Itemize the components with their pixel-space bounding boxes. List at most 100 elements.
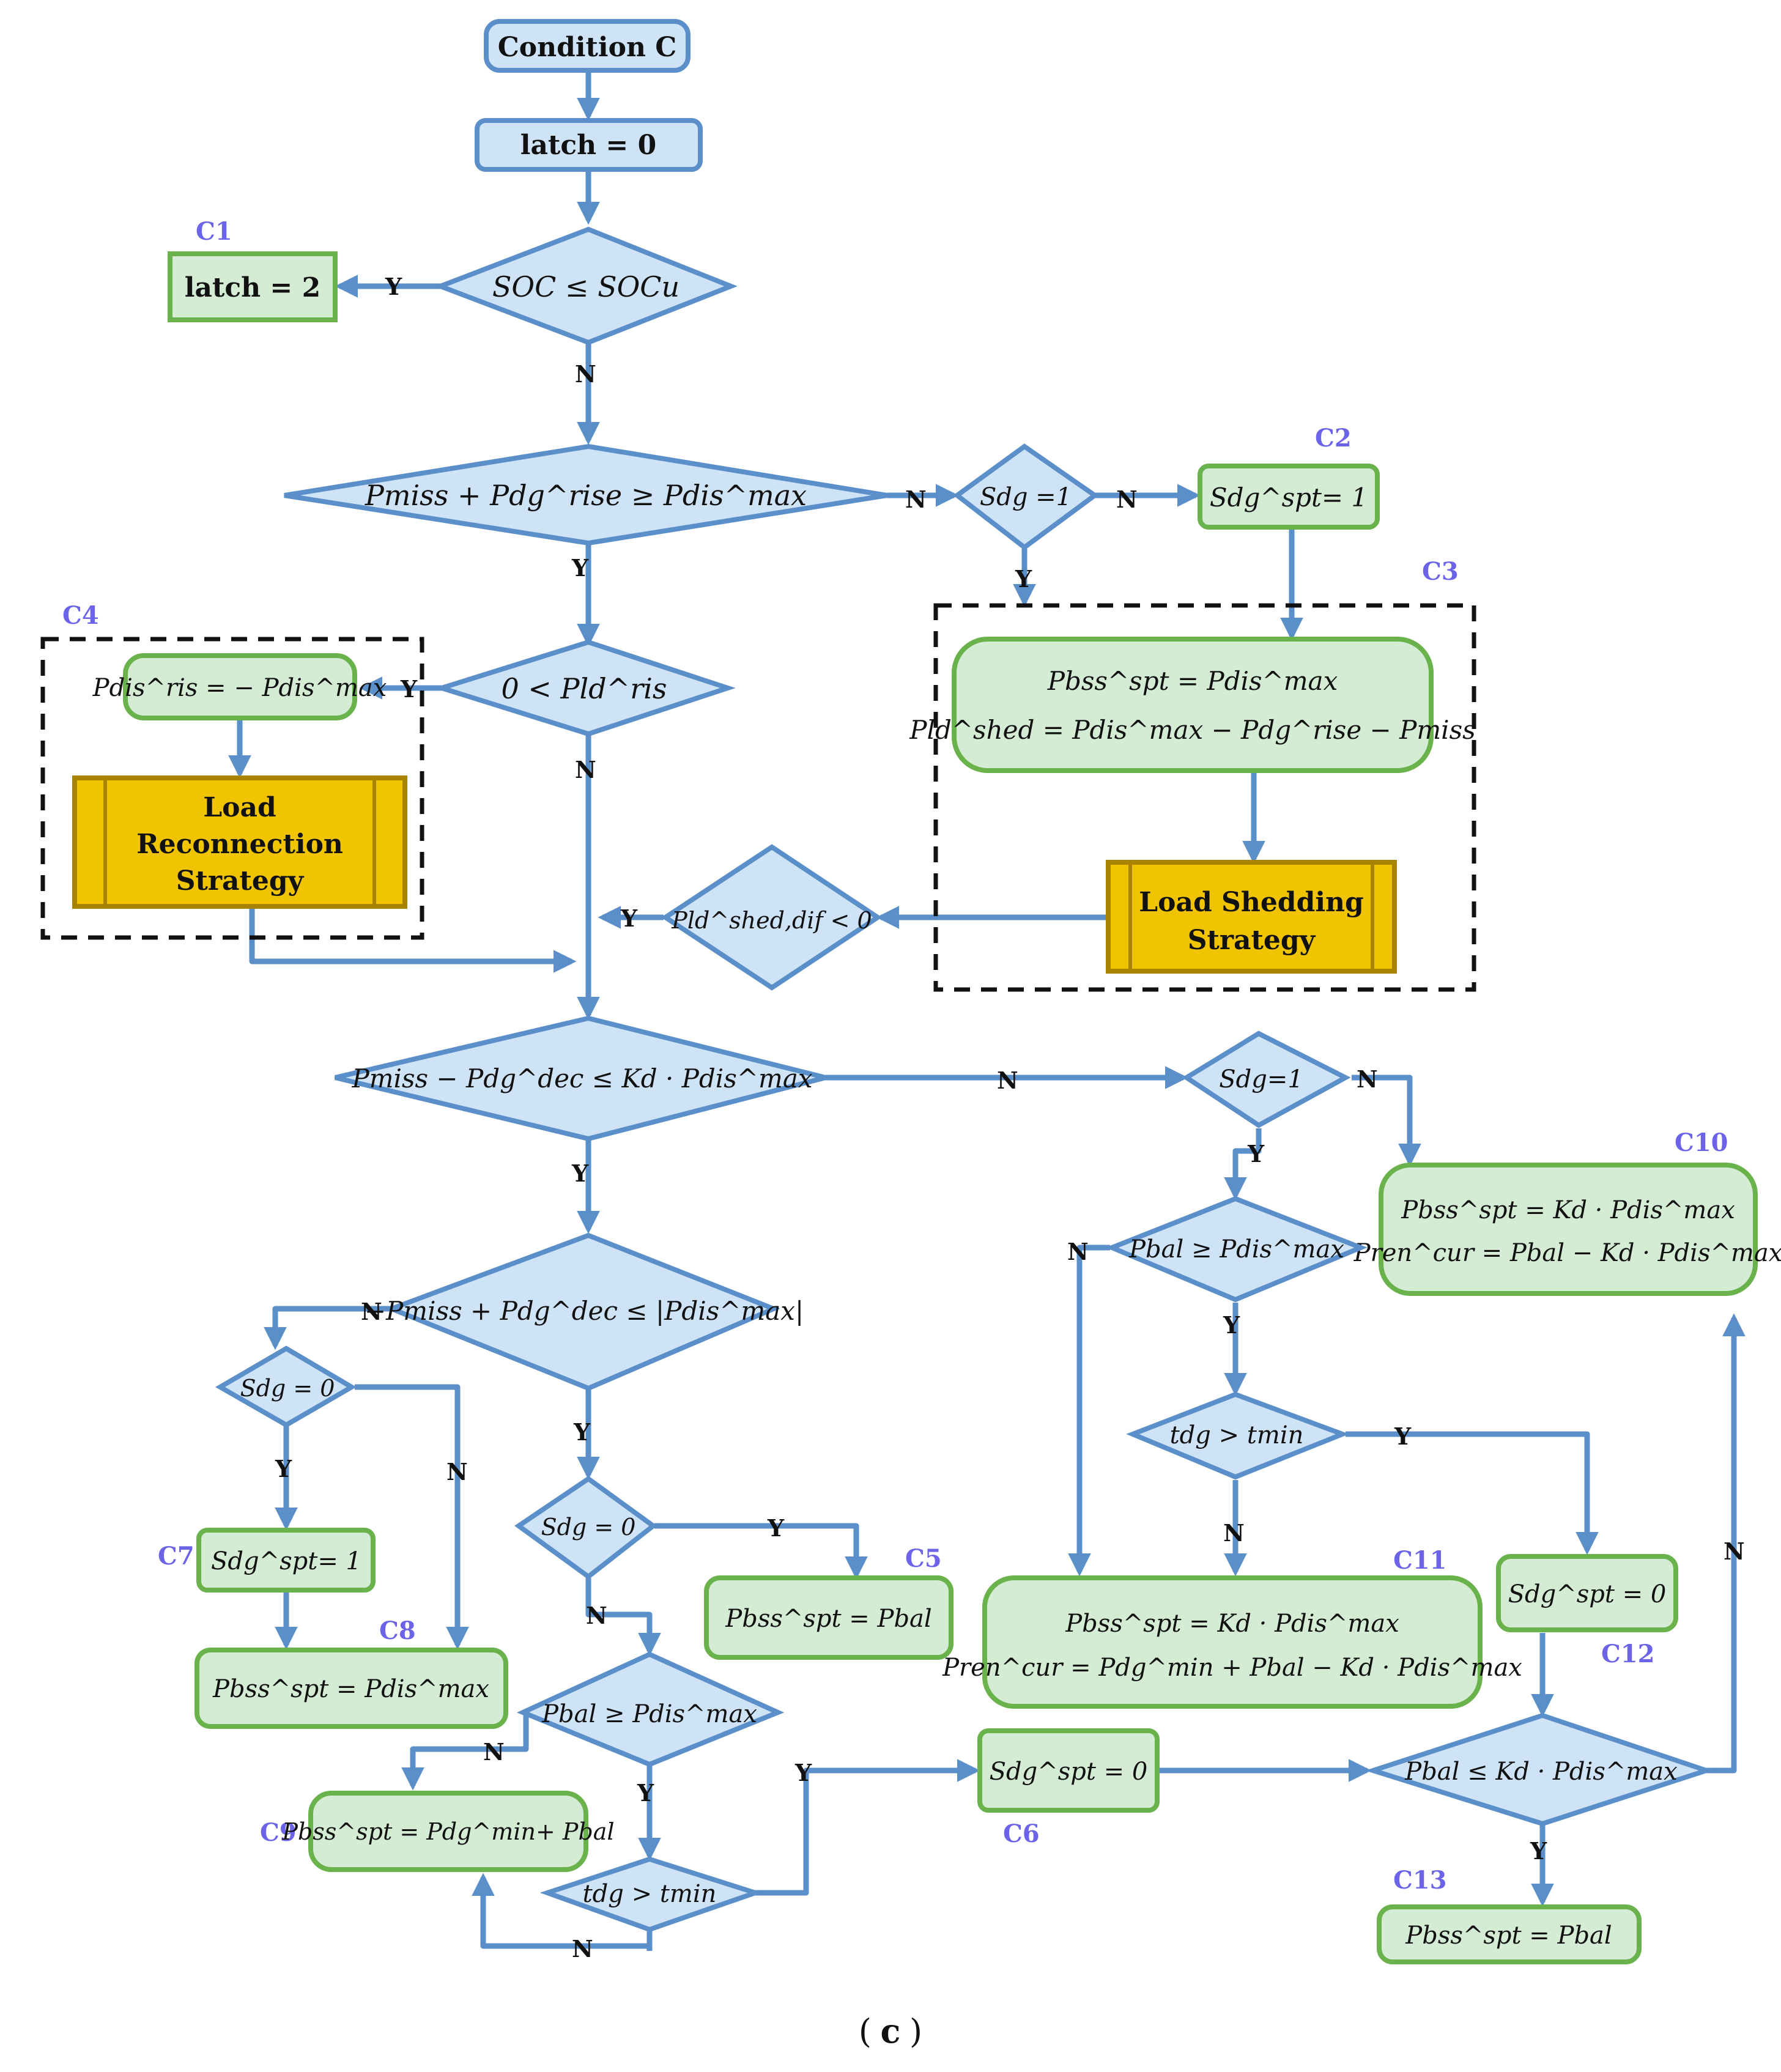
sdg1-top-label: Sdg =1 [980, 483, 1072, 511]
edge-pbalkd-c10 [1706, 1313, 1746, 1774]
label-pldris-yes: Y [400, 675, 418, 703]
abs-decision [384, 1232, 780, 1391]
pmiss-dec-label: Pmiss − Pdg^dec ≤ Kd · Pdis^max [351, 1064, 812, 1093]
label-sheddif-yes: Y [620, 905, 638, 932]
tdg-left-decision [539, 1856, 763, 1933]
tdg-right-decision [1126, 1391, 1350, 1480]
load-shedding-line1: Load Shedding [1139, 887, 1364, 918]
c13-box [1377, 1904, 1642, 1964]
abs-label: −Pmiss + Pdg^dec ≤ |Pdis^max| [365, 1296, 804, 1326]
label-pbalkd-yes: Y [1530, 1837, 1547, 1865]
tag-c3: C3 [1422, 557, 1459, 586]
label-tdgleft-no: N [572, 1935, 593, 1963]
soc-decision [433, 226, 738, 346]
c6-label: Sdg^spt = 0 [990, 1758, 1148, 1786]
edge-reconnect-main [249, 908, 577, 973]
start-label: Condition C [498, 32, 677, 63]
tag-c8: C8 [379, 1616, 416, 1645]
latch0-process [475, 118, 703, 172]
subfigure-label: ( c ) [859, 2011, 922, 2051]
load-reconnection-line3: Strategy [176, 865, 305, 897]
c11-line2: Pren^cur = Pdg^min + Pbal − Kd · Pdis^ma… [942, 1654, 1522, 1682]
tag-c2: C2 [1315, 424, 1352, 453]
pbal-kd-decision [1364, 1712, 1714, 1827]
tag-c7: C7 [158, 1542, 194, 1571]
edge-tdgleft-c9-n [472, 1873, 653, 1949]
start-terminal [484, 19, 691, 73]
c4-box [123, 653, 357, 720]
label-pldris-no: N [575, 756, 596, 783]
edge-sdg0left-c8 [355, 1384, 469, 1650]
load-reconnection-strategy: Load Reconnection Strategy [72, 775, 407, 909]
sdg1-mid-decision [1182, 1030, 1351, 1128]
pmiss-dec-decision [335, 1015, 826, 1142]
load-shedding-strategy: Load Shedding Strategy [1106, 860, 1397, 974]
load-reconnection-line1: Load [203, 792, 276, 823]
latch2-box [168, 251, 338, 322]
sdg0-center-decision [514, 1476, 657, 1580]
tag-c1: C1 [196, 217, 232, 246]
sdg1-mid-label: Sdg=1 [1219, 1065, 1303, 1093]
pbal-right-label: Pbal ≥ Pdis^max [1128, 1235, 1344, 1264]
label-pballeft-no: N [483, 1738, 505, 1766]
c3-line1: Pbss^spt = Pdis^max [1047, 666, 1338, 696]
edge-pbal-c11-n [1068, 1245, 1110, 1577]
label-pbalright-no: N [1067, 1238, 1089, 1265]
label-sdg0center-no: N [586, 1602, 607, 1629]
label-pmissrise-no: N [905, 486, 927, 513]
c11-line1: Pbss^spt = Kd · Pdis^max [1065, 1610, 1399, 1638]
label-soc-yes: Y [385, 273, 402, 300]
c3-line2: Pld^shed = Pdis^max − Pdg^rise − Pmiss [909, 715, 1475, 745]
tdg-right-label: tdg > tmin [1170, 1421, 1304, 1449]
edge-tdgright-c12 [1346, 1431, 1599, 1555]
label-tdgright-yes: Y [1394, 1423, 1412, 1450]
label-pballeft-yes: Y [637, 1779, 654, 1807]
label-pmissrise-yes: Y [571, 554, 589, 582]
c12-label: Sdg^spt = 0 [1508, 1580, 1667, 1608]
latch0-label: latch = 0 [520, 130, 656, 161]
latch2-label: latch = 2 [185, 272, 320, 303]
label-sdg1top-no: N [1116, 486, 1138, 513]
group-c4-dashed [40, 637, 424, 940]
sdg0-center-label: Sdg = 0 [541, 1514, 636, 1541]
c7-box [196, 1528, 376, 1593]
c8-box [194, 1648, 508, 1729]
tag-c4: C4 [62, 601, 99, 630]
label-pbalkd-no: N [1724, 1537, 1745, 1565]
c11-box [982, 1575, 1483, 1709]
label-abs-yes: Y [573, 1418, 591, 1446]
tdg-left-label: tdg > tmin [583, 1880, 717, 1908]
tag-c10: C10 [1675, 1128, 1728, 1157]
subfigure-close-paren: ) [909, 2012, 922, 2051]
c10-box [1379, 1163, 1758, 1296]
label-soc-no: N [575, 360, 596, 388]
c13-label: Pbss^spt = Pbal [1405, 1922, 1612, 1950]
c9-box [308, 1791, 588, 1872]
c7-label: Sdg^spt= 1 [211, 1547, 361, 1575]
label-sdg1mid-yes: Y [1247, 1140, 1265, 1167]
pbal-left-decision [516, 1651, 785, 1767]
tag-c13: C13 [1393, 1866, 1447, 1895]
shed-dif-decision [661, 844, 883, 991]
label-abs-no: N [361, 1298, 382, 1325]
tag-c9: C9 [260, 1818, 297, 1847]
c2-box [1198, 464, 1380, 530]
connectors [228, 67, 1746, 1951]
label-sdg1mid-no: N [1357, 1065, 1378, 1093]
soc-decision-label: SOC ≤ SOCu [492, 270, 679, 303]
label-tdgright-no: N [1223, 1519, 1245, 1547]
pbal-right-decision [1105, 1196, 1368, 1303]
label-sdg0left-yes: Y [275, 1455, 292, 1482]
label-sdg0left-no: N [446, 1458, 468, 1486]
pbal-left-label: Pbal ≥ Pdis^max [541, 1700, 757, 1728]
edge-tdgleft-c6 [752, 1759, 980, 1896]
c6-box [977, 1728, 1160, 1813]
c2-label: Sdg^spt= 1 [1210, 483, 1368, 512]
load-reconnection-line2: Reconnection [136, 829, 343, 860]
pmiss-rise-label: Pmiss + Pdg^rise ≥ Pdis^max [365, 479, 807, 512]
label-pmissdec-yes: Y [571, 1160, 589, 1187]
edge-sdg1mid-c10 [1352, 1075, 1421, 1167]
label-pmissdec-no: N [997, 1067, 1018, 1094]
tag-c11: C11 [1393, 1546, 1447, 1575]
c5-box [704, 1575, 953, 1660]
